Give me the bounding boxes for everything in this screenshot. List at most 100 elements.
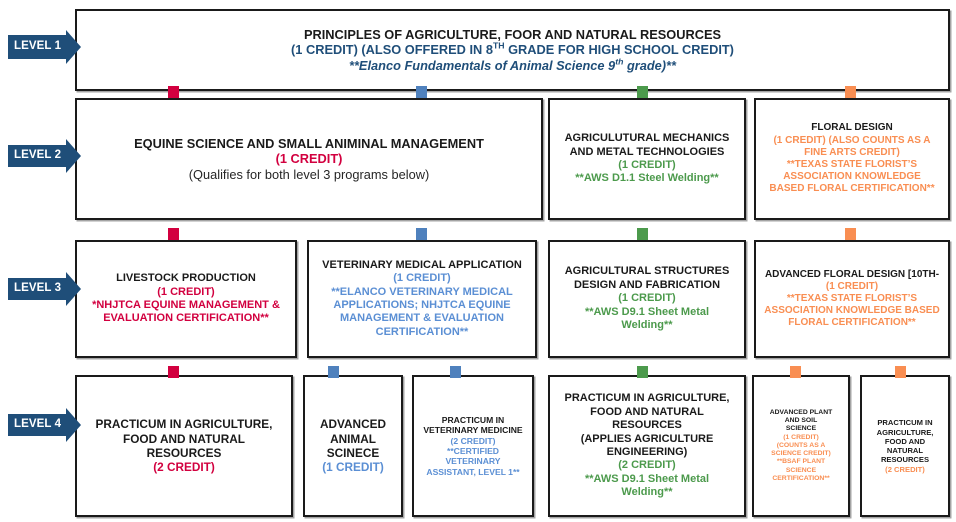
level2-box3-line5: ASSOCIATION KNOWLEDGE [783, 171, 921, 183]
connector-orange-l3-l4-b [895, 366, 906, 378]
level4-box6-line1: PRACTICUM IN [877, 418, 933, 428]
level4-box2-line3: SCINECE [326, 446, 380, 460]
level4-box-practicum-veterinary-medicine[interactable]: PRACTICUM IN VETERINARY MEDICINE (2 CRED… [412, 375, 534, 517]
level2-box1-line1: EQUINE SCIENCE AND SMALL ANIMINAL MANAGE… [134, 135, 484, 151]
level4-box-advanced-animal-science[interactable]: ADVANCED ANIMAL SCINECE (1 CREDIT) [303, 375, 403, 517]
level4-box4-line4: (APPLIES AGRICULTURE [580, 432, 714, 445]
level4-box4-line8: Welding** [621, 486, 673, 499]
level3-box4-line1: ADVANCED FLORAL DESIGN [10TH- [764, 268, 940, 280]
level2-box2-line2: AND METAL TECHNOLOGIES [569, 145, 725, 158]
level4-box-advanced-plant-and-soil-science[interactable]: ADVANCED PLANT AND SOIL SCIENCE (1 CREDI… [752, 375, 850, 517]
level3-box-agricultural-structures[interactable]: AGRICULTURAL STRUCTURES DESIGN AND FABRI… [548, 240, 746, 358]
level-2-arrow: LEVEL 2 [8, 139, 82, 173]
level3-box2-line6: CERTIFICATION** [375, 325, 469, 338]
level-1-arrow: LEVEL 1 [8, 30, 82, 64]
level3-box2-line5: MANAGEMENT & EVALUATION [340, 312, 504, 325]
level-4-arrow-head [66, 408, 82, 442]
level1-box1-line1: PRINCIPLES OF AGRICULTURE, FOOR AND NATU… [303, 26, 722, 42]
level4-box5-line8: SCIENCE [785, 466, 817, 474]
level4-box3-line4: **CERTIFIED [446, 446, 500, 456]
level3-box3-line5: Welding** [621, 319, 673, 332]
level-1-arrow-head [66, 30, 82, 64]
level4-box4-line7: **AWS D9.1 Sheet Metal [584, 472, 710, 485]
level4-box1-line3: RESOURCES [146, 446, 222, 460]
level4-box4-line2: FOOD AND NATURAL [590, 405, 704, 418]
level4-box3-line5: VETERINARY [445, 456, 501, 467]
level4-box5-line6: SCIENCE CREDIT) [771, 450, 831, 458]
level-1-arrow-shaft: LEVEL 1 [8, 35, 67, 59]
level4-box4-line6: (2 CREDIT) [618, 459, 676, 472]
level4-box-practicum-agriculture-food-natural-resources-2[interactable]: PRACTICUM IN AGRICULTURE, FOOD AND NATUR… [860, 375, 950, 517]
connector-green-l2-l3 [637, 228, 648, 240]
level3-box1-line1: LIVESTOCK PRODUCTION [116, 272, 256, 285]
level3-box4-line3: **TEXAS STATE FLORIST’S [786, 292, 918, 304]
level4-box6-line4: NATURAL [886, 446, 924, 455]
level3-box4-line5: FLORAL CERTIFICATION** [788, 317, 916, 329]
level4-box5-line5: (COUNTS AS A [776, 441, 826, 449]
level4-box2-line2: ANIMAL [330, 431, 376, 446]
level3-box-livestock-production[interactable]: LIVESTOCK PRODUCTION (1 CREDIT) *NHJTCA … [75, 240, 297, 358]
level4-box6-line5: RESOURCES [880, 455, 930, 465]
connector-green-l1-l2 [637, 86, 648, 98]
level3-box2-line3: **ELANCO VETERINARY MEDICAL [331, 285, 513, 298]
level-3-arrow: LEVEL 3 [8, 272, 82, 306]
level4-box1-line4: (2 CREDIT) [153, 460, 215, 475]
level2-box3-line1: FLORAL DESIGN [811, 122, 893, 134]
level-2-arrow-shaft: LEVEL 2 [8, 145, 67, 167]
level-3-label: LEVEL 3 [14, 282, 62, 295]
level3-box2-line4: APPLICATIONS; NHJTCA EQUINE [333, 299, 511, 311]
level3-box1-line3: *NHJTCA EQUINE MANAGEMENT & [92, 299, 280, 311]
level-4-label: LEVEL 4 [14, 418, 62, 431]
connector-blue-l3-l4-b [450, 366, 461, 378]
level4-box4-line1: PRACTICUM IN AGRICULTURE, [564, 392, 730, 405]
level4-box1-line2: FOOD AND NATURAL [123, 431, 245, 446]
level2-box-agricultural-mechanics[interactable]: AGRICULUTURAL MECHANICS AND METAL TECHNO… [548, 98, 746, 220]
level3-box-advanced-floral-design[interactable]: ADVANCED FLORAL DESIGN [10TH- (1 CREDIT)… [754, 240, 950, 358]
level4-box2-line4: (1 CREDIT) [322, 460, 384, 475]
connector-orange-l3-l4-a [790, 366, 801, 378]
level3-box3-line1: AGRICULTURAL STRUCTURES [564, 265, 730, 278]
level2-box3-line6: BASED FLORAL CERTIFICATION** [769, 183, 935, 195]
level4-box5-line4: (1 CREDIT) [783, 433, 819, 441]
level2-box1-line3: (Qualifies for both level 3 programs bel… [188, 166, 430, 182]
level4-box4-line3: RESOURCES [612, 419, 682, 432]
level3-box2-line1: VETERINARY MEDICAL APPLICATION [322, 258, 522, 271]
level4-box4-line5: ENGINEERING) [606, 446, 688, 458]
level3-box3-line2: DESIGN AND FABRICATION [573, 278, 721, 291]
level-1-label: LEVEL 1 [14, 40, 62, 53]
level4-box6-line6: (2 CREDIT) [885, 464, 925, 474]
level4-box5-line9: CERTIFICATION** [772, 474, 830, 482]
connector-red-l2-l3 [168, 228, 179, 240]
connector-red-l1-l2 [168, 86, 179, 98]
level4-box3-line2: VETERINARY MEDICINE [423, 425, 523, 436]
level2-box2-line3: (1 CREDIT) [618, 159, 676, 171]
level3-box3-line4: **AWS D9.1 Sheet Metal [584, 305, 710, 318]
level2-box1-line2: (1 CREDIT) [275, 151, 343, 167]
level1-box-principles-of-agriculture[interactable]: PRINCIPLES OF AGRICULTURE, FOOR AND NATU… [75, 9, 950, 91]
level4-box5-line7: **BSAF PLANT [776, 458, 826, 466]
level2-box3-line4: **TEXAS STATE FLORIST’S [786, 159, 918, 170]
level3-box3-line3: (1 CREDIT) [618, 292, 676, 305]
level4-box-practicum-agriculture-food-natural-resources[interactable]: PRACTICUM IN AGRICULTURE, FOOD AND NATUR… [75, 375, 293, 517]
level3-box1-line4: EVALUATION CERTIFICATION** [103, 312, 269, 325]
level4-box5-line1: ADVANCED PLANT [769, 408, 833, 416]
level3-box4-line4: ASSOCIATION KNOWLEDGE BASED [764, 305, 940, 317]
level-2-arrow-head [66, 139, 82, 173]
level2-box-floral-design[interactable]: FLORAL DESIGN (1 CREDIT) (ALSO COUNTS AS… [754, 98, 950, 220]
level-4-arrow-shaft: LEVEL 4 [8, 414, 67, 436]
level3-box-veterinary-medical-application[interactable]: VETERINARY MEDICAL APPLICATION (1 CREDIT… [307, 240, 537, 358]
level4-box5-line3: SCIENCE [785, 425, 817, 433]
level4-box1-line1: PRACTICUM IN AGRICULTURE, [95, 417, 273, 432]
level4-box3-line6: ASSISTANT, LEVEL 1** [426, 466, 520, 477]
level4-box3-line1: PRACTICUM IN [441, 414, 505, 425]
connector-orange-l1-l2 [845, 86, 856, 98]
level-4-arrow: LEVEL 4 [8, 408, 82, 442]
level4-box-practicum-agriculture-engineering[interactable]: PRACTICUM IN AGRICULTURE, FOOD AND NATUR… [548, 375, 746, 517]
level4-box6-line2: AGRICULTURE, [876, 427, 934, 437]
level4-box5-line2: AND SOIL [784, 417, 818, 425]
connector-blue-l3-l4-a [328, 366, 339, 378]
level-2-label: LEVEL 2 [14, 149, 62, 162]
level4-box6-line3: FOOD AND [884, 436, 926, 446]
level2-box-equine-science[interactable]: EQUINE SCIENCE AND SMALL ANIMINAL MANAGE… [75, 98, 543, 220]
